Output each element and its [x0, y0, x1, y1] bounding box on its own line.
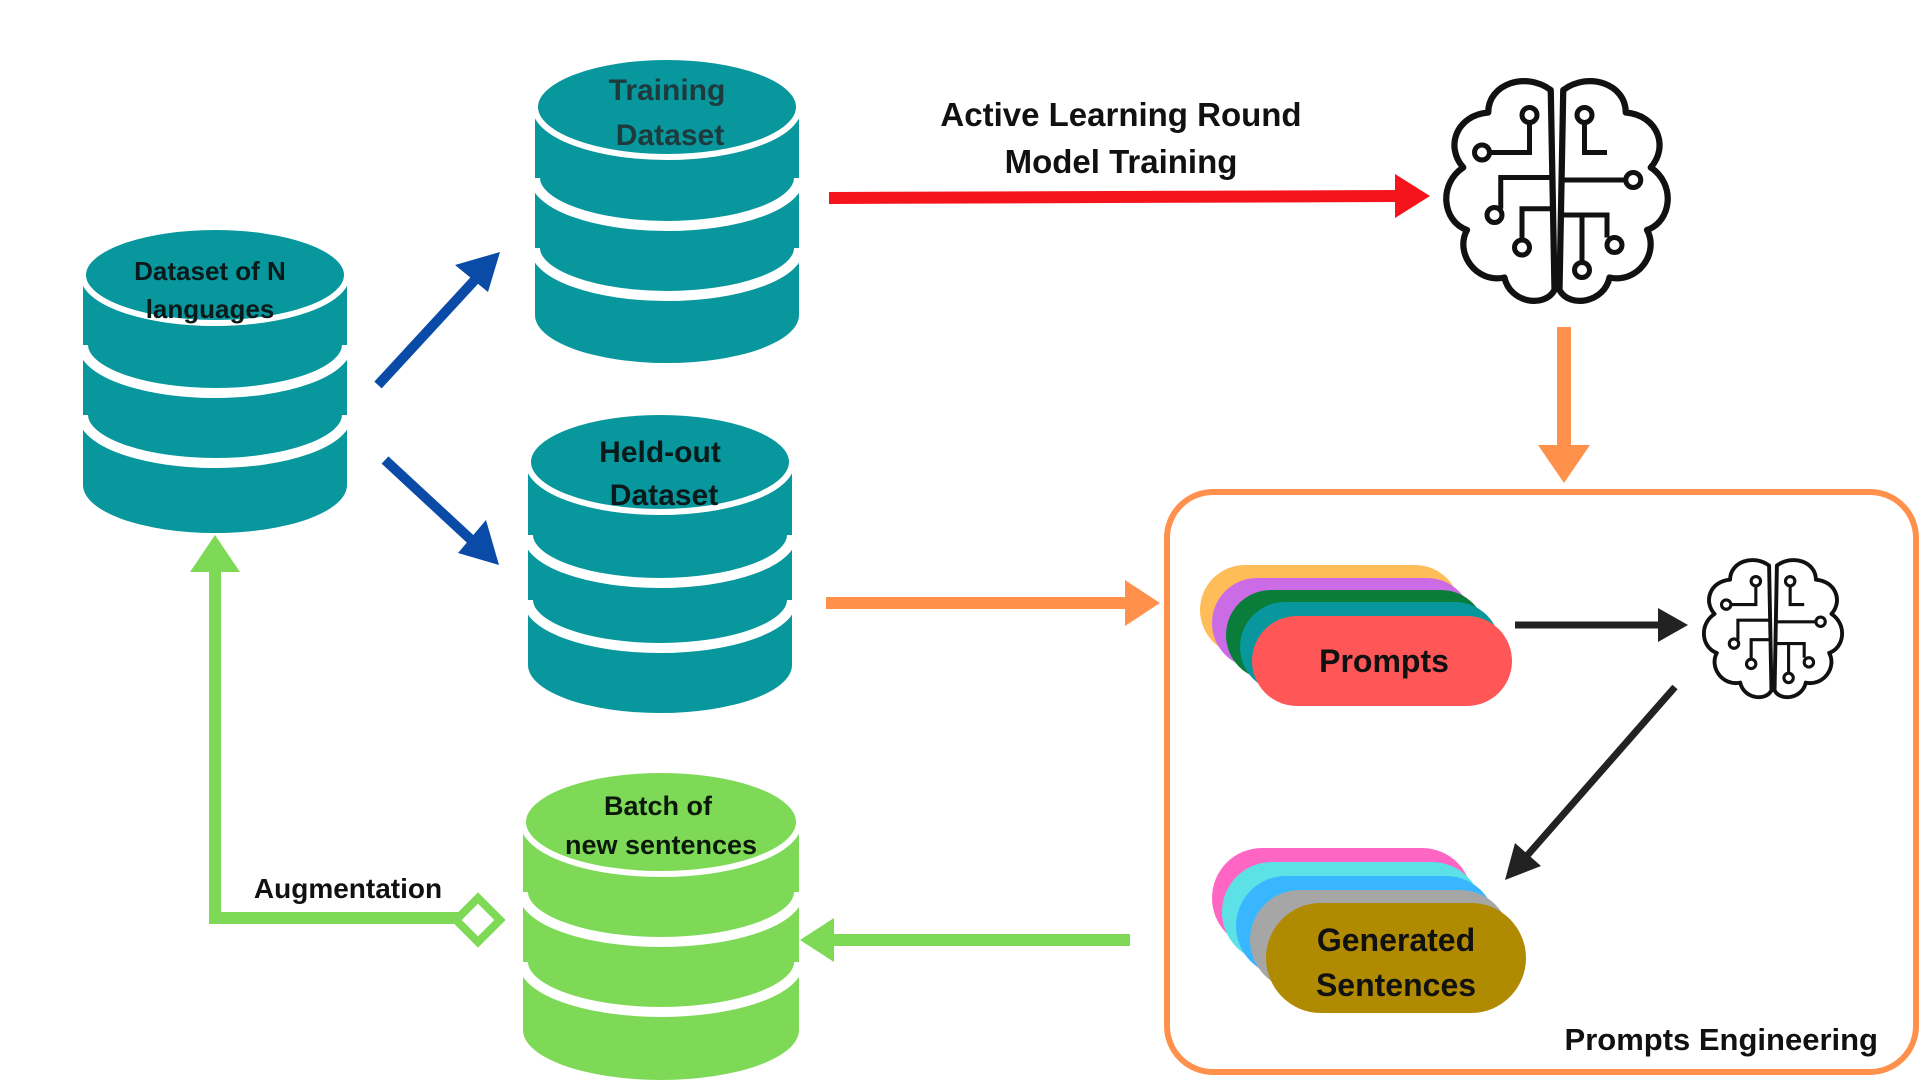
database-source: Dataset of N languages: [78, 224, 352, 533]
training-edge-label-1: Active Learning Round: [940, 96, 1301, 133]
source-db-label-1: Dataset of N: [134, 256, 286, 286]
arrow-heldout-to-panel: [826, 580, 1160, 626]
augmentation-label: Augmentation: [254, 873, 442, 904]
database-training: Training Dataset: [530, 54, 804, 363]
arrow-source-to-training: [374, 252, 500, 389]
training-db-label-1: Training: [609, 74, 726, 107]
database-heldout: Held-out Dataset: [523, 409, 797, 713]
panel-title: Prompts Engineering: [1565, 1022, 1878, 1057]
arrow-prompts-to-model: [1515, 608, 1688, 642]
prompts-card-stack: Prompts: [1200, 565, 1512, 706]
arrow-source-to-heldout: [381, 456, 499, 565]
generated-card-stack: Generated Sentences: [1212, 848, 1526, 1013]
source-db-label-2: languages: [146, 294, 275, 324]
training-edge-label-2: Model Training: [1005, 143, 1238, 180]
arrow-model-to-panel: [1538, 327, 1590, 483]
generated-card: [1266, 903, 1526, 1013]
batch-db-label-1: Batch of: [604, 791, 713, 821]
brain-circuit-icon-large: [1446, 81, 1667, 301]
arrow-training-to-model: [828, 174, 1430, 218]
arrow-model-to-generated: [1505, 684, 1678, 880]
generated-card-label-1: Generated: [1317, 922, 1475, 958]
generated-card-label-2: Sentences: [1316, 967, 1476, 1003]
database-batch: Batch of new sentences: [518, 767, 804, 1080]
prompts-engineering-panel: Prompts Engineering Prompts: [1164, 489, 1919, 1075]
heldout-db-label-1: Held-out: [599, 436, 721, 469]
heldout-db-label-2: Dataset: [610, 479, 718, 512]
arrow-panel-to-batch: [800, 918, 1130, 962]
batch-db-label-2: new sentences: [565, 830, 757, 860]
training-db-label-2: Dataset: [616, 119, 724, 152]
prompts-card-label: Prompts: [1319, 643, 1449, 679]
augmentation-loop: Augmentation: [190, 535, 506, 948]
augmentation-diamond: [450, 892, 506, 948]
prompts-card: [1252, 616, 1512, 706]
